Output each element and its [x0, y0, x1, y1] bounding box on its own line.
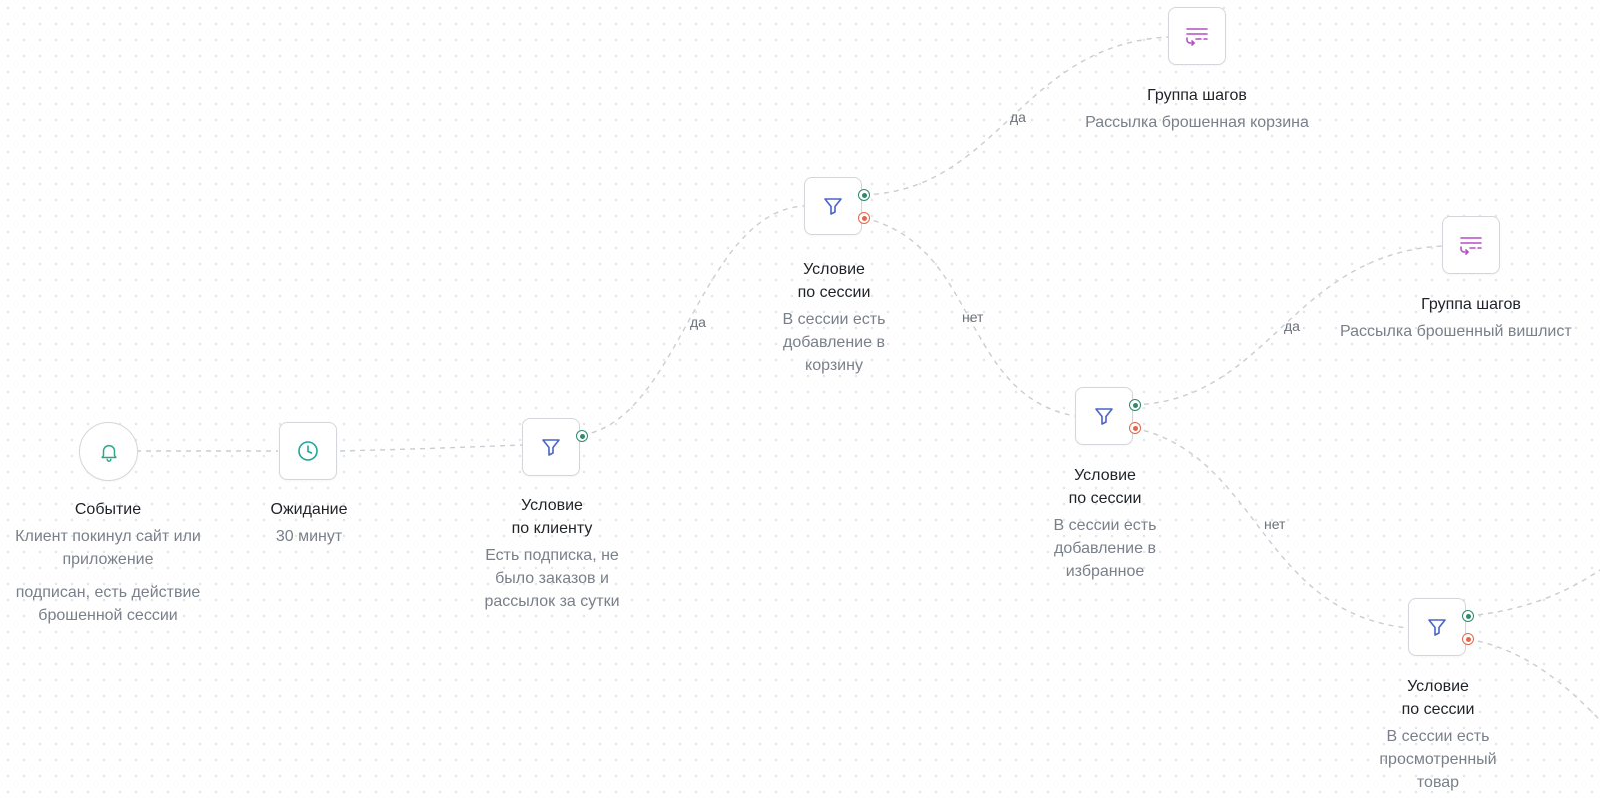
event-title: Событие — [74, 501, 142, 518]
edge-wait-to-client — [339, 444, 523, 452]
session-viewed-title: Условие по сессии — [1358, 675, 1518, 721]
client-condition-description: Есть подписка, не было заказов и рассыло… — [484, 547, 620, 610]
cart-no-label: нет — [962, 309, 984, 325]
client-condition-title-line2: по клиенту — [511, 520, 593, 537]
session-favorite-description: В сессии есть добавление в избранное — [1053, 517, 1157, 580]
session-viewed-description: В сессии есть просмотренный товар — [1379, 728, 1497, 791]
edge-favorite-yes-to-group — [1133, 245, 1443, 406]
edge-viewed-no-offscreen — [1467, 638, 1600, 721]
client-condition-title-line1: Условие — [521, 497, 583, 514]
favorite-yes-label: да — [1284, 318, 1300, 334]
favorite-no-label: нет — [1264, 516, 1286, 532]
event-filter-description: подписан, есть действие брошенной сессии — [15, 584, 201, 624]
session-viewed-title-line2: по сессии — [1401, 701, 1475, 718]
edge-client-to-cart — [581, 205, 805, 436]
session-viewed-condition-node[interactable] — [1408, 598, 1466, 656]
cart-yes-label: да — [1010, 109, 1026, 125]
edge-cart-no-to-favorite — [863, 217, 1076, 417]
filter-icon — [1092, 404, 1116, 428]
session-cart-title-line1: Условие — [803, 261, 865, 278]
session-cart-no-port[interactable] — [858, 212, 870, 224]
wait-title: Ожидание — [270, 501, 348, 518]
session-favorite-condition-node[interactable] — [1075, 387, 1133, 445]
edge-cart-yes-to-group — [863, 36, 1169, 196]
step-group-icon — [1458, 234, 1484, 256]
edge-viewed-yes-offscreen — [1467, 569, 1600, 617]
group-cart-title: Группа шагов — [1147, 87, 1247, 104]
client-yes-label: да — [690, 314, 706, 330]
filter-icon — [821, 194, 845, 218]
session-favorite-title-line1: Условие — [1074, 467, 1136, 484]
filter-icon — [539, 435, 563, 459]
event-node[interactable] — [79, 422, 138, 481]
session-favorite-title-line2: по сессии — [1068, 490, 1142, 507]
session-cart-yes-port[interactable] — [858, 189, 870, 201]
session-viewed-yes-port[interactable] — [1462, 610, 1474, 622]
session-favorite-no-port[interactable] — [1129, 422, 1141, 434]
client-condition-node[interactable] — [522, 418, 580, 476]
filter-icon — [1425, 615, 1449, 639]
step-group-icon — [1184, 25, 1210, 47]
wait-description: 30 минут — [275, 528, 343, 545]
session-viewed-no-port[interactable] — [1462, 633, 1474, 645]
session-viewed-title-line1: Условие — [1407, 678, 1469, 695]
group-wishlist-title: Группа шагов — [1421, 296, 1521, 313]
group-cart-node[interactable] — [1168, 7, 1226, 65]
group-cart-description: Рассылка брошенная корзина — [1085, 114, 1309, 131]
client-condition-title: Условие по клиенту — [472, 494, 632, 540]
session-favorite-yes-port[interactable] — [1129, 399, 1141, 411]
group-wishlist-node[interactable] — [1442, 216, 1500, 274]
event-description: Клиент покинул сайт или приложение — [15, 528, 201, 568]
session-cart-title: Условие по сессии — [754, 258, 914, 304]
session-favorite-title: Условие по сессии — [1025, 464, 1185, 510]
clock-icon — [296, 439, 320, 463]
wait-node[interactable] — [279, 422, 337, 480]
group-wishlist-description: Рассылка брошенный вишлист — [1340, 323, 1572, 340]
session-cart-title-line2: по сессии — [797, 284, 871, 301]
client-condition-yes-port[interactable] — [576, 430, 588, 442]
session-cart-condition-node[interactable] — [804, 177, 862, 235]
session-cart-description: В сессии есть добавление в корзину — [782, 311, 886, 374]
bell-icon — [98, 441, 120, 463]
